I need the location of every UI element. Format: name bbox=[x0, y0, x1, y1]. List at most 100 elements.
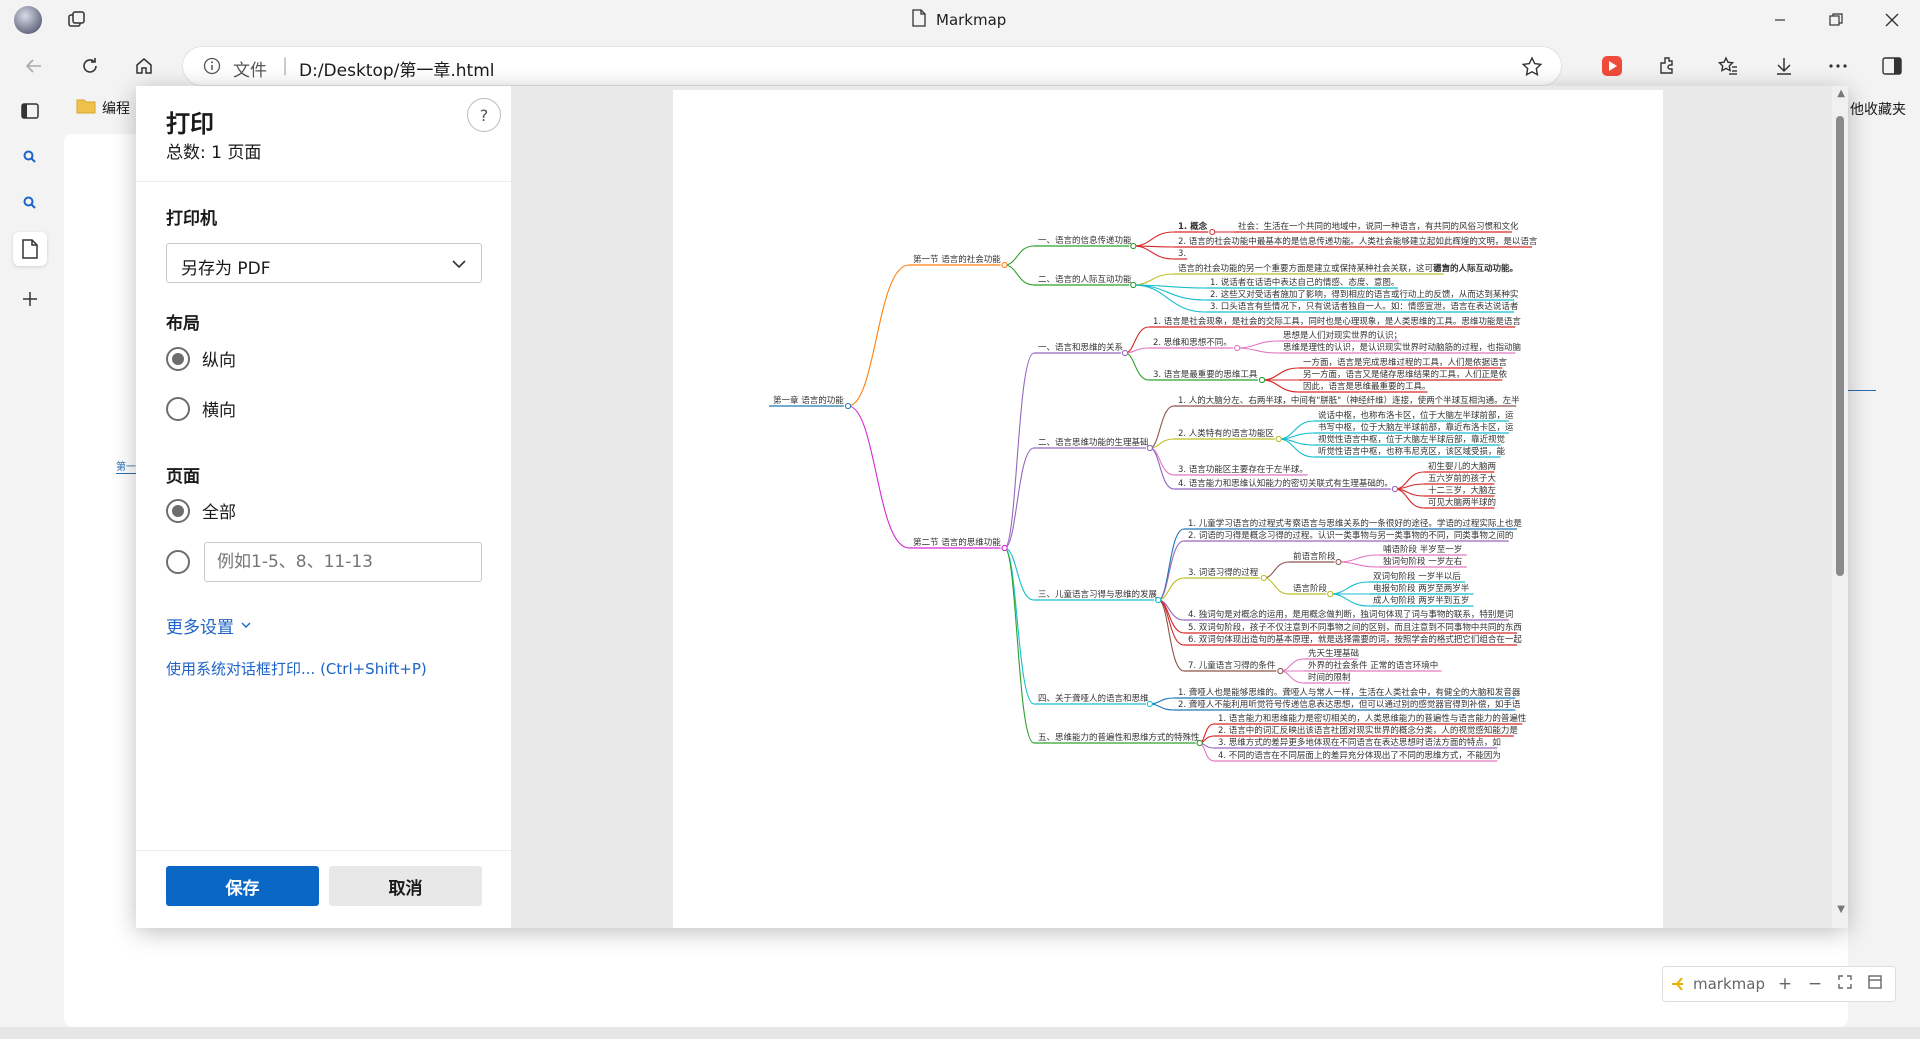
save-button[interactable]: 保存 bbox=[166, 866, 319, 906]
mindmap-node[interactable]: 3. 词语习得的过程 bbox=[1188, 567, 1259, 578]
mindmap-node[interactable]: 2. 语言中的词汇反映出该语言社团对现实世界的概念分类，人的视觉感知能力是 bbox=[1218, 725, 1518, 736]
address-bar[interactable]: 文件 | D:/Desktop/第一章.html bbox=[182, 46, 1562, 86]
mindmap-node[interactable]: 思想是人们对现实世界的认识； bbox=[1283, 330, 1402, 341]
download-icon[interactable] bbox=[1768, 50, 1800, 82]
mindmap-node[interactable]: 一、语言和思维的关系 bbox=[1038, 342, 1123, 353]
mindmap-node[interactable]: 二、语言的人际互动功能 bbox=[1038, 274, 1132, 285]
mindmap-node[interactable]: 社会：生活在一个共同的地域中，说同一种语言，有共同的风俗习惯和文化 bbox=[1238, 221, 1519, 232]
mindmap-node[interactable]: 2. 思维和思想不同。 bbox=[1153, 337, 1232, 348]
mindmap-node[interactable]: 第二节 语言的思维功能 bbox=[913, 537, 1001, 548]
radio-pages-custom[interactable] bbox=[166, 550, 190, 574]
mindmap-node[interactable]: 一、语言的信息传递功能 bbox=[1038, 235, 1132, 246]
mindmap-node-dot[interactable] bbox=[1275, 436, 1282, 442]
system-dialog-link[interactable]: 使用系统对话框打印... (Ctrl+Shift+P) bbox=[166, 660, 427, 678]
url-text[interactable]: D:/Desktop/第一章.html bbox=[299, 61, 495, 81]
mindmap-node-dot[interactable] bbox=[1335, 559, 1342, 565]
mindmap-node[interactable]: 书写中枢，位于大脑左半球前部，靠近布洛卡区，运 bbox=[1318, 422, 1514, 433]
extensions-icon[interactable] bbox=[1652, 50, 1684, 82]
toggle-recursive-icon[interactable] bbox=[1865, 974, 1885, 994]
mindmap-node-dot[interactable] bbox=[1001, 262, 1008, 268]
mindmap-node[interactable]: 另一方面，语言又是储存思维结果的工具，人们正是依 bbox=[1303, 369, 1508, 380]
mindmap-node[interactable]: 1. 语言能力和思维能力是密切相关的，人类思维能力的普遍性与语言能力的普遍性 bbox=[1218, 713, 1527, 724]
mindmap-node[interactable]: 成人句阶段 两岁半到五岁 bbox=[1373, 595, 1469, 606]
mindmap-node[interactable]: 7. 儿童语言习得的条件 bbox=[1188, 660, 1276, 671]
mindmap-node-dot[interactable] bbox=[1260, 575, 1267, 581]
mindmap-node[interactable]: 3. 语言功能区主要存在于左半球。 bbox=[1178, 464, 1308, 475]
close-button[interactable] bbox=[1864, 0, 1920, 40]
mindmap-node[interactable]: 电报句阶段 两岁至两岁半 bbox=[1373, 583, 1470, 594]
mindmap-node[interactable]: 可见大脑两半球的 bbox=[1428, 497, 1496, 508]
bookmark-folder[interactable]: 编程 bbox=[76, 98, 130, 118]
mindmap-node[interactable]: 一方面，语言是完成思维过程的工具，人们是依据语言 bbox=[1303, 357, 1508, 368]
mindmap-node[interactable]: 第一章 语言的功能 bbox=[773, 395, 844, 406]
mindmap-node[interactable]: 2. 词语的习得是概念习得的过程。认识一类事物与另一类事物的不同，同类事物之间的 bbox=[1188, 530, 1513, 541]
mindmap-node[interactable]: 时间的限制 bbox=[1308, 672, 1351, 683]
mindmap-node[interactable]: 视觉性语言中枢，位于大脑左半球后部，靠近视觉 bbox=[1318, 434, 1506, 445]
preview-scrollbar[interactable]: ▲ ▼ bbox=[1832, 86, 1848, 928]
mindmap-node[interactable]: 语言阶段 bbox=[1293, 583, 1328, 594]
mindmap-node[interactable]: 五六岁前的孩子大 bbox=[1428, 473, 1497, 484]
mindmap-node-dot[interactable] bbox=[1327, 591, 1334, 597]
mindmap-node-dot[interactable] bbox=[1146, 445, 1153, 451]
mindmap-node[interactable]: 3. bbox=[1178, 249, 1186, 259]
pages-all[interactable]: 全部 bbox=[166, 498, 236, 523]
mindmap-node[interactable]: 1. 概念 bbox=[1178, 221, 1208, 232]
mindmap-node[interactable]: 四、关于聋哑人的语言和思维 bbox=[1038, 693, 1149, 704]
mindmap-node-dot[interactable] bbox=[1209, 229, 1216, 235]
layout-landscape[interactable]: 横向 bbox=[166, 396, 236, 421]
tab-actions-icon[interactable] bbox=[66, 9, 88, 31]
mindmap-node-dot[interactable] bbox=[1258, 377, 1265, 383]
home-button[interactable] bbox=[128, 50, 160, 82]
mindmap-node[interactable]: 外界的社会条件 正常的语言环境中 bbox=[1308, 660, 1438, 671]
sidebar-toggle-icon[interactable] bbox=[1876, 50, 1908, 82]
mindmap-node-dot[interactable] bbox=[1001, 545, 1008, 551]
mindmap-node[interactable]: 初生婴儿的大脑两 bbox=[1428, 461, 1496, 472]
mindmap-node-dot[interactable] bbox=[1196, 740, 1203, 746]
mindmap-node-dot[interactable] bbox=[1391, 486, 1398, 492]
tab-panel-icon[interactable] bbox=[13, 94, 47, 128]
more-settings-link[interactable]: 更多设置 bbox=[166, 613, 252, 638]
mindmap-node[interactable]: 2. 这些又对受话者施加了影响，得到相应的语言或行动上的反馈，从而达到某种实 bbox=[1210, 289, 1518, 300]
mindmap-node-dot[interactable] bbox=[1234, 345, 1241, 351]
mindmap-node-dot[interactable] bbox=[1130, 282, 1137, 288]
mindmap-node[interactable]: 听觉性语言中枢，也称韦尼克区，该区域受损，能 bbox=[1318, 446, 1506, 457]
radio-pages-all[interactable] bbox=[166, 498, 190, 523]
mindmap-node[interactable]: 3. 思维方式的差异更多地体现在不同语言在表达思想时语法方面的特点，如 bbox=[1218, 737, 1501, 748]
zoom-in-icon[interactable]: + bbox=[1777, 974, 1793, 994]
mindmap-node[interactable]: 2. 语言的社会功能中最基本的是信息传递功能。人类社会能够建立起如此辉煌的文明，… bbox=[1178, 236, 1538, 247]
mindmap-node[interactable]: 1. 聋哑人也是能够思维的。聋哑人与常人一样，生活在人类社会中，有健全的大脑和发… bbox=[1178, 687, 1521, 698]
mindmap-node[interactable]: 语言的社会功能的另一个重要方面是建立或保持某种社会关联，这可称为 bbox=[1178, 263, 1450, 274]
mindmap-node[interactable]: 4. 独词句是对概念的运用，是用概念做判断，独词句体现了词与事物的联系，特别是词 bbox=[1188, 609, 1513, 620]
mindmap-node[interactable]: 2. 聋哑人不能利用听觉符号传递信息表达思想，但可以通过别的感觉器官得到补偿，如… bbox=[1178, 699, 1521, 710]
mindmap-node[interactable]: 4. 不同的语言在不同层面上的差异充分体现出了不同的思维方式，不能因为 bbox=[1218, 750, 1501, 761]
page-range-input[interactable] bbox=[204, 542, 482, 582]
mindmap-node[interactable]: 1. 人的大脑分左、右两半球，中间有"胼胝"（神经纤维）连接，使两个半球互相沟通… bbox=[1178, 395, 1520, 406]
other-favorites[interactable]: 他收藏夹 bbox=[1850, 102, 1906, 118]
search-alt-icon[interactable] bbox=[13, 186, 47, 220]
radio-portrait[interactable] bbox=[166, 346, 190, 371]
scroll-down-icon[interactable]: ▼ bbox=[1837, 904, 1845, 915]
minimize-button[interactable] bbox=[1752, 0, 1808, 40]
more-menu-icon[interactable] bbox=[1822, 50, 1854, 82]
video-extension-icon[interactable] bbox=[1596, 50, 1628, 82]
mindmap-node-dot[interactable] bbox=[1122, 350, 1128, 356]
mindmap-node[interactable]: 因此，语言是思维最重要的工具。 bbox=[1303, 381, 1431, 392]
search-icon[interactable] bbox=[13, 140, 47, 174]
scroll-up-icon[interactable]: ▲ bbox=[1837, 88, 1845, 99]
profile-avatar[interactable] bbox=[14, 6, 42, 34]
mindmap-node-dot[interactable] bbox=[844, 403, 851, 409]
markmap-logo[interactable]: markmap bbox=[1671, 975, 1765, 993]
pages-custom[interactable] bbox=[166, 550, 190, 574]
cancel-button[interactable]: 取消 bbox=[329, 866, 482, 906]
scroll-thumb[interactable] bbox=[1836, 116, 1844, 576]
mindmap-node[interactable]: 3. 口头语言有些情况下，只有说话者独自一人。如：情感宣泄，语言在表达说话者 bbox=[1210, 301, 1519, 312]
mindmap-node[interactable]: 第一节 语言的社会功能 bbox=[913, 254, 1001, 265]
printer-select[interactable]: 另存为 PDF bbox=[166, 243, 482, 283]
fit-window-icon[interactable] bbox=[1835, 974, 1855, 994]
mindmap-node[interactable]: 4. 语言能力和思维认知能力的密切关联式有生理基础的。 bbox=[1178, 478, 1393, 489]
mindmap-node[interactable]: 前语言阶段 bbox=[1293, 551, 1336, 562]
refresh-button[interactable] bbox=[74, 50, 106, 82]
mindmap-node[interactable]: 说话中枢，也称布洛卡区，位于大脑左半球前部，运 bbox=[1318, 410, 1514, 421]
mindmap-node[interactable]: 语言的人际互动功能。 bbox=[1433, 263, 1518, 274]
mindmap-node-dot[interactable] bbox=[1130, 243, 1137, 249]
